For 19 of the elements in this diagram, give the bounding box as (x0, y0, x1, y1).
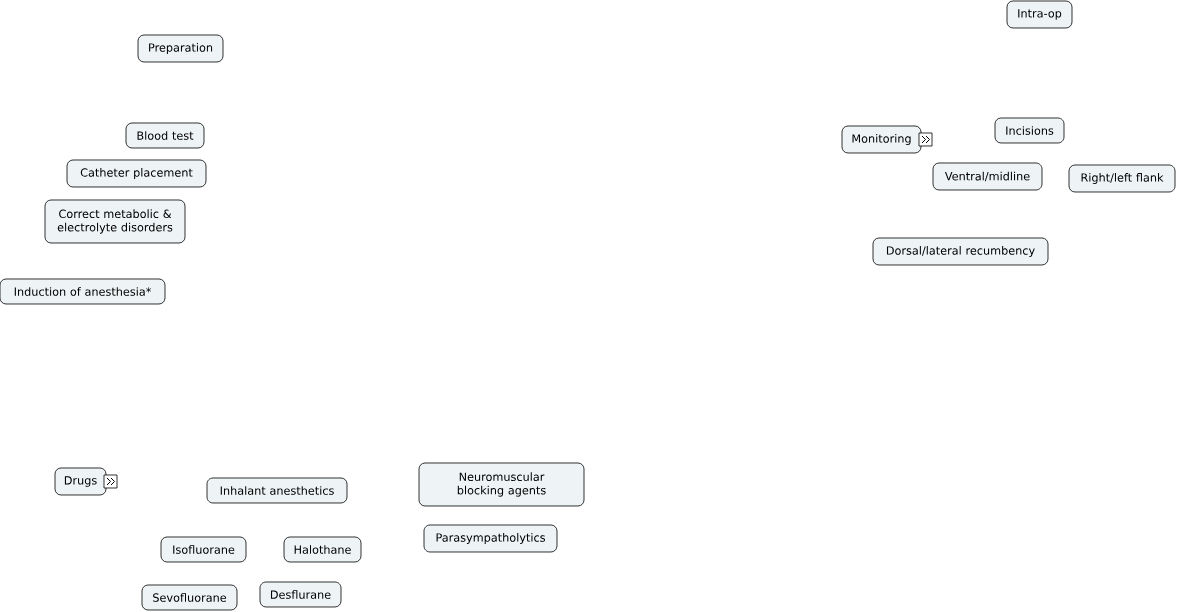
topic-box: Blood test (125, 122, 205, 149)
topic-box: Sevofluorane (141, 584, 238, 611)
topic-box: Dorsal/lateral recumbency (872, 237, 1049, 266)
topic-box: Drugs (54, 467, 107, 496)
topic-box: Catheter placement (66, 159, 207, 188)
topic-box: Parasympatholytics (423, 524, 558, 553)
topic-box: Neuromuscular blocking agents (418, 462, 585, 507)
topic-box: Induction of anesthesia* (0, 278, 166, 305)
topic-box: Halothane (283, 536, 362, 563)
topic-box: Isofluorane (160, 536, 247, 563)
topic-box: Ventral/midline (932, 162, 1043, 191)
topic-box: Right/left flank (1068, 164, 1176, 193)
topic-box: Preparation (137, 34, 224, 63)
topic-box: Incisions (994, 117, 1065, 144)
topic-box: Intra-op (1006, 0, 1073, 29)
topic-box: Correct metabolic & electrolyte disorders (44, 199, 186, 244)
topic-box: Monitoring (841, 125, 922, 154)
topic-box: Inhalant anesthetics (206, 477, 348, 504)
topic-box: Desflurane (259, 581, 342, 608)
